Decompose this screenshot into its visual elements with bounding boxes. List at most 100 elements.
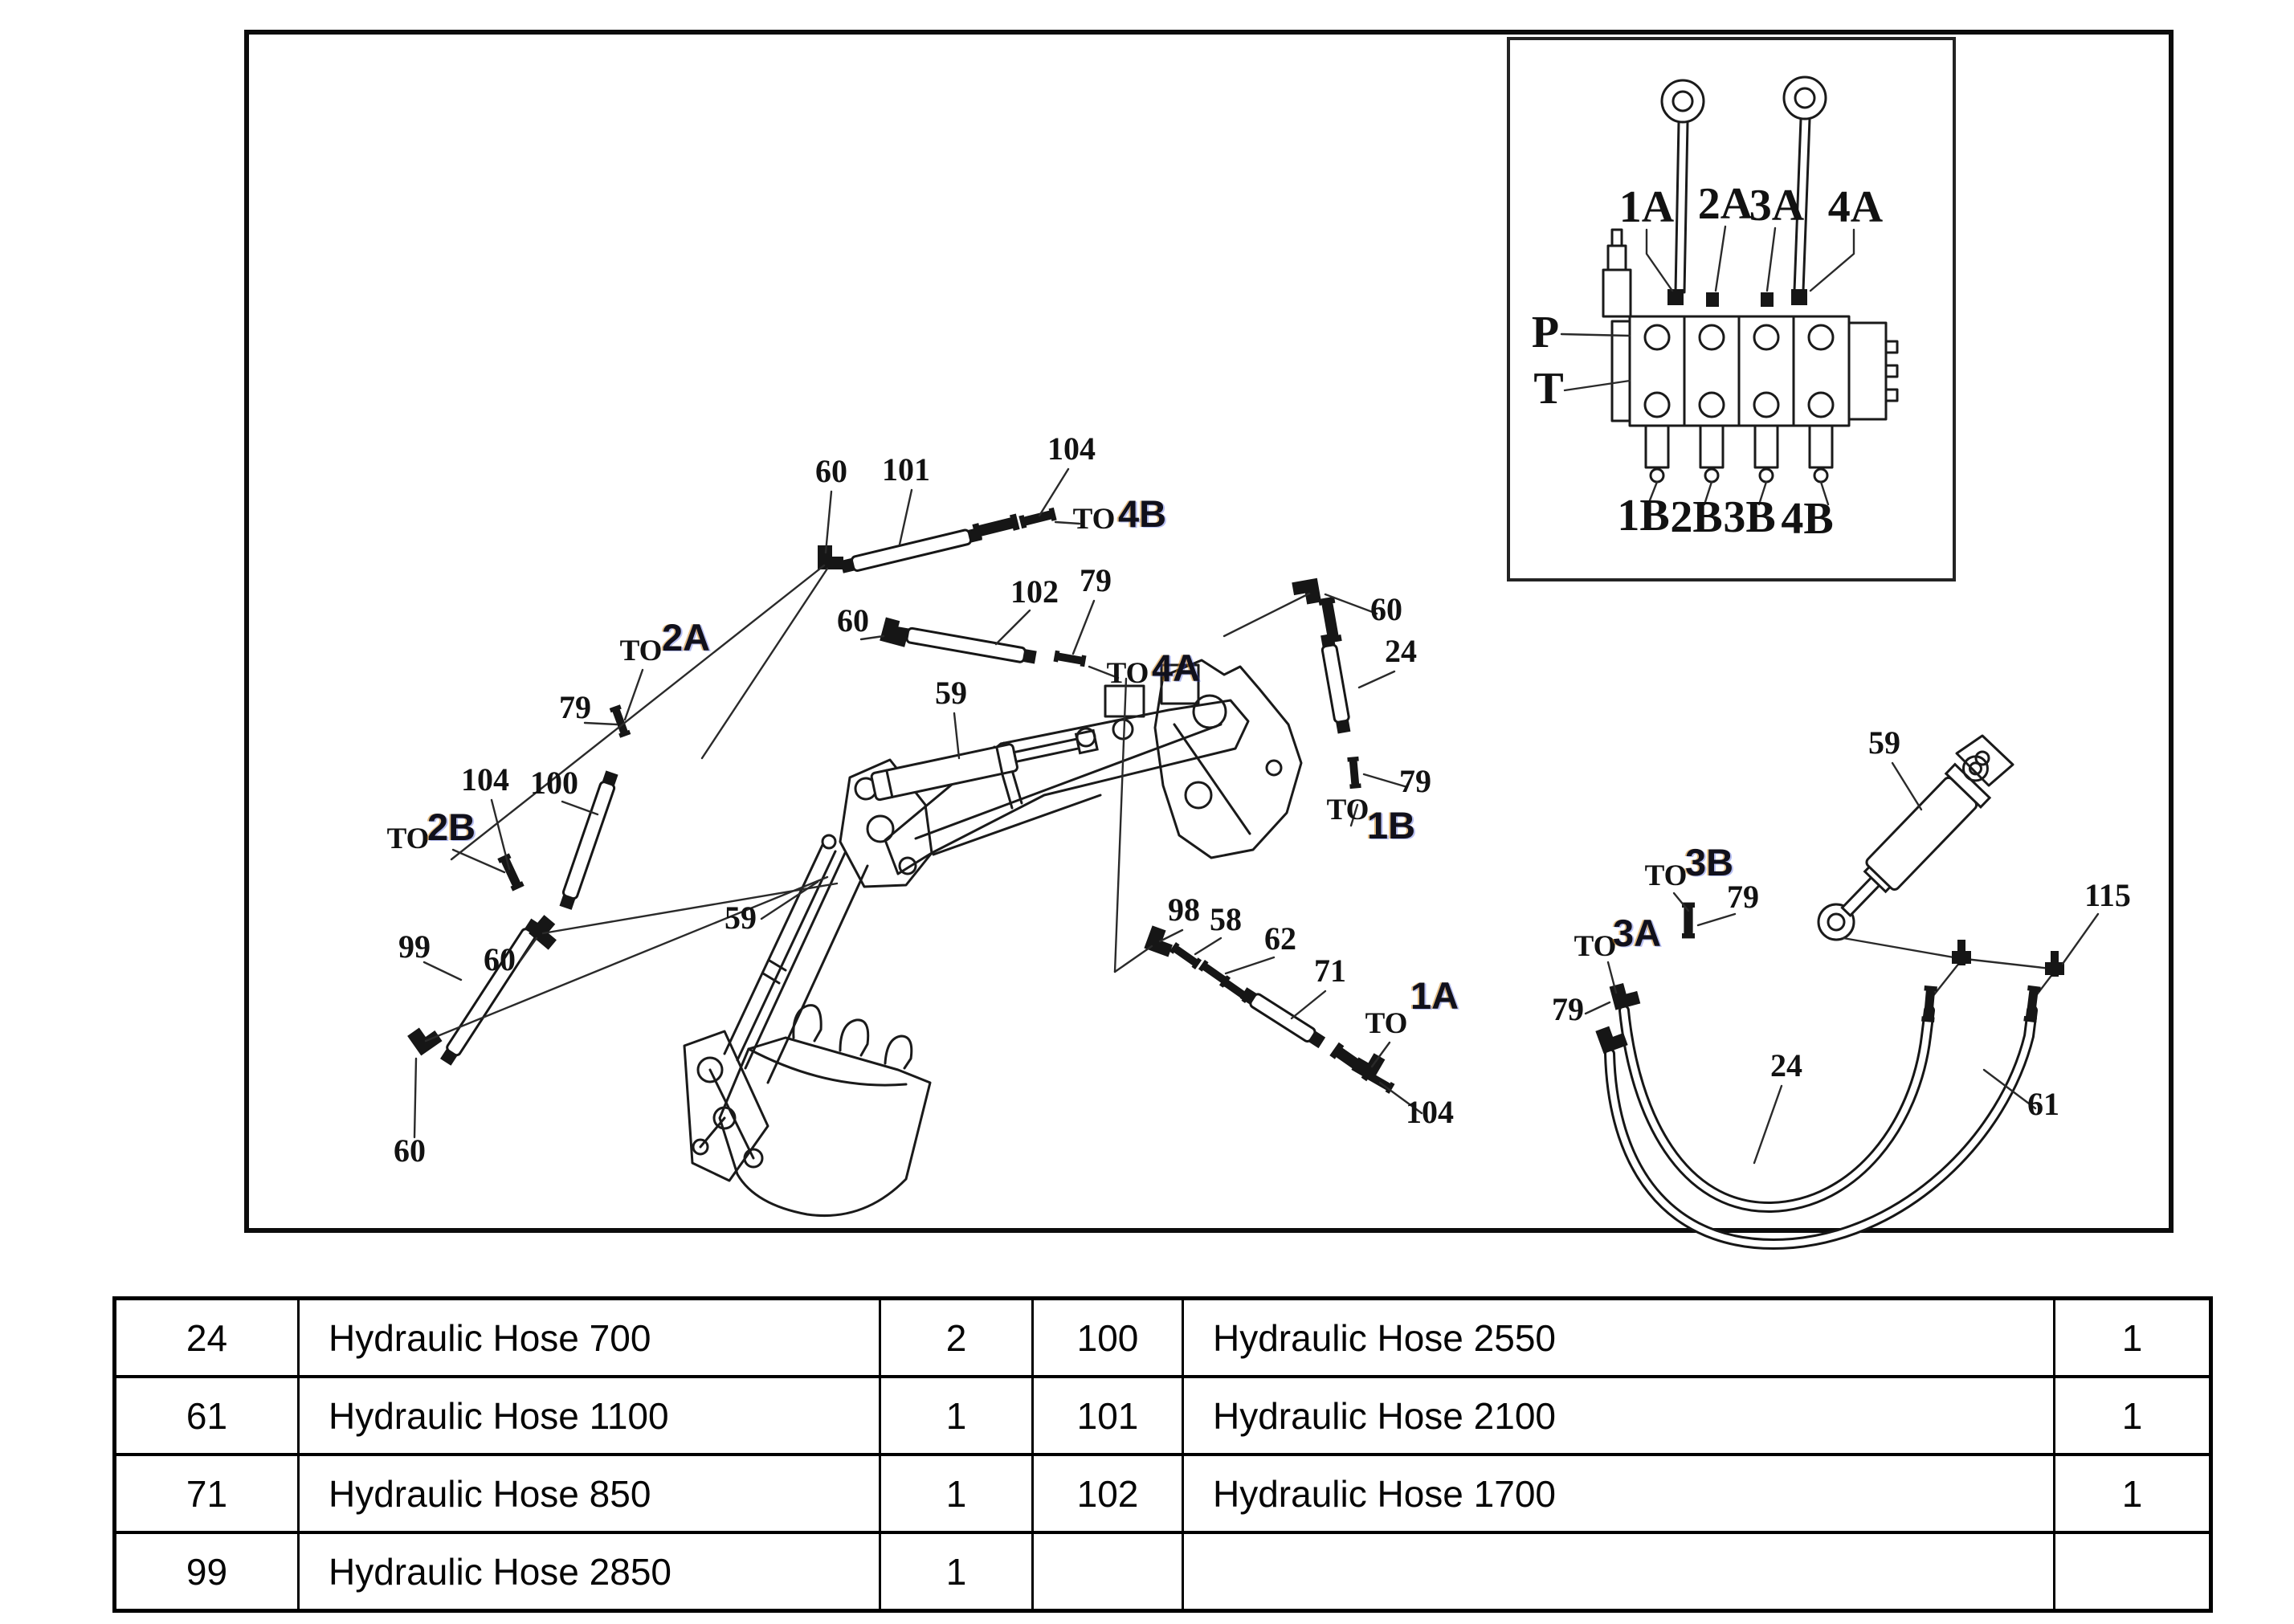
inset-label-P: P (1532, 308, 1559, 357)
inset-label-3A: 3A (1749, 181, 1805, 231)
part-label: 104 (1047, 430, 1096, 467)
inset-label-2B: 2B (1670, 492, 1722, 542)
inset-label-3B: 3B (1723, 492, 1775, 542)
part-number-cell: 100 (1031, 1296, 1184, 1378)
part-label: 104 (1406, 1094, 1454, 1130)
part-label: 60 (815, 453, 847, 489)
part-desc-cell: Hydraulic Hose 700 (297, 1296, 881, 1378)
port-label-4A: 4A (1152, 647, 1200, 689)
fittings (407, 507, 2041, 1094)
port-label-2B: 2B (427, 806, 476, 848)
part-desc-cell: Hydraulic Hose 2100 (1182, 1375, 2055, 1456)
part-label: 71 (1314, 953, 1346, 989)
port-label-3A: 3A (1613, 912, 1661, 954)
port-label-1B: 1B (1367, 804, 1415, 847)
part-label: 115 (2084, 877, 2131, 913)
to-label: TO (1645, 859, 1688, 892)
backhoe-assembly (683, 659, 1303, 1218)
part-label: 60 (484, 941, 516, 977)
part-number-cell: 102 (1031, 1453, 1184, 1534)
hose-24 (1320, 633, 1351, 734)
inset-label-1A: 1A (1619, 182, 1675, 232)
qty-cell: 1 (2053, 1375, 2212, 1456)
qty-cell: 1 (2053, 1453, 2212, 1534)
to-label: TO (1327, 794, 1369, 826)
port-label-3B: 3B (1685, 841, 1733, 883)
labels: 60 101 104 TO 4B 60 102 79 TO 4A TO 2A 7… (387, 179, 2131, 1169)
part-label: 62 (1264, 920, 1296, 957)
hose-102 (895, 626, 1037, 664)
inset-label-4B: 4B (1781, 494, 1833, 544)
inset-label-1B: 1B (1617, 491, 1669, 541)
swing-bracket (1153, 659, 1303, 859)
hose-100 (559, 770, 618, 910)
hose-71 (1239, 987, 1326, 1049)
qty-cell: 1 (2053, 1296, 2212, 1378)
part-label: 79 (1727, 879, 1759, 915)
part-label: 79 (1399, 763, 1431, 799)
part-label: 98 (1168, 892, 1200, 928)
part-label: 59 (725, 900, 757, 936)
part-label: 100 (530, 765, 578, 801)
part-label: 58 (1210, 901, 1242, 937)
part-label: 101 (882, 451, 930, 488)
qty-cell (2053, 1531, 2212, 1613)
part-label: 61 (2027, 1086, 2059, 1122)
part-number-cell: 101 (1031, 1375, 1184, 1456)
qty-cell: 1 (879, 1375, 1034, 1456)
part-desc-cell: Hydraulic Hose 2850 (297, 1531, 881, 1613)
stabilizer-cylinder-assembly (1604, 734, 2064, 1250)
part-label: 24 (1385, 633, 1417, 669)
bucket (718, 1036, 932, 1218)
hose-99 (440, 918, 542, 1066)
inset-label-4A: 4A (1828, 182, 1884, 232)
qty-cell: 1 (879, 1453, 1034, 1534)
to-label: TO (1107, 657, 1149, 690)
to-label: TO (387, 822, 430, 855)
to-label: TO (620, 635, 663, 667)
part-label: 60 (394, 1132, 426, 1169)
part-number-cell (1031, 1531, 1184, 1613)
leader-lines (413, 467, 2100, 1165)
hose-24-loop (1618, 1005, 1935, 1214)
valve-inset-frame (1507, 37, 1956, 581)
part-label: 59 (935, 675, 967, 711)
table-row: 71 Hydraulic Hose 850 1 102 Hydraulic Ho… (113, 1453, 2212, 1534)
part-label: 60 (837, 602, 869, 639)
part-number-cell: 99 (113, 1531, 300, 1613)
part-label: 60 (1370, 591, 1402, 627)
cylinder-59 (1817, 755, 1992, 941)
inset-label-2A: 2A (1698, 179, 1753, 229)
part-number-cell: 71 (113, 1453, 300, 1534)
to-label: TO (1073, 503, 1116, 536)
diagram-frame (244, 30, 2174, 1233)
table-row: 61 Hydraulic Hose 1100 1 101 Hydraulic H… (113, 1375, 2212, 1456)
to-label: TO (1574, 930, 1617, 963)
port-label-1A: 1A (1410, 974, 1459, 1017)
control-valve-inset (1560, 75, 1899, 506)
table-row: 24 Hydraulic Hose 700 2 100 Hydraulic Ho… (113, 1296, 2212, 1378)
part-label: 99 (398, 928, 431, 965)
part-number-cell: 61 (113, 1375, 300, 1456)
part-label: 79 (559, 689, 591, 725)
part-label: 24 (1770, 1047, 1802, 1083)
part-desc-cell: Hydraulic Hose 850 (297, 1453, 881, 1534)
port-label-4B: 4B (1118, 492, 1166, 535)
part-label: 79 (1080, 562, 1112, 598)
hose-101 (840, 527, 982, 573)
part-desc-cell: Hydraulic Hose 1100 (297, 1375, 881, 1456)
part-desc-cell: Hydraulic Hose 2550 (1182, 1296, 2055, 1378)
arm-cylinder (854, 728, 1099, 802)
inset-label-T: T (1533, 364, 1563, 414)
parts-table: 24 Hydraulic Hose 700 2 100 Hydraulic Ho… (112, 1296, 2213, 1613)
part-desc-cell: Hydraulic Hose 1700 (1182, 1453, 2055, 1534)
part-desc-cell (1182, 1531, 2055, 1613)
table-row: 99 Hydraulic Hose 2850 1 (113, 1531, 2212, 1613)
part-label: 79 (1552, 991, 1584, 1027)
hose-parts (440, 527, 1351, 1066)
to-label: TO (1365, 1007, 1408, 1040)
part-number-cell: 24 (113, 1296, 300, 1378)
